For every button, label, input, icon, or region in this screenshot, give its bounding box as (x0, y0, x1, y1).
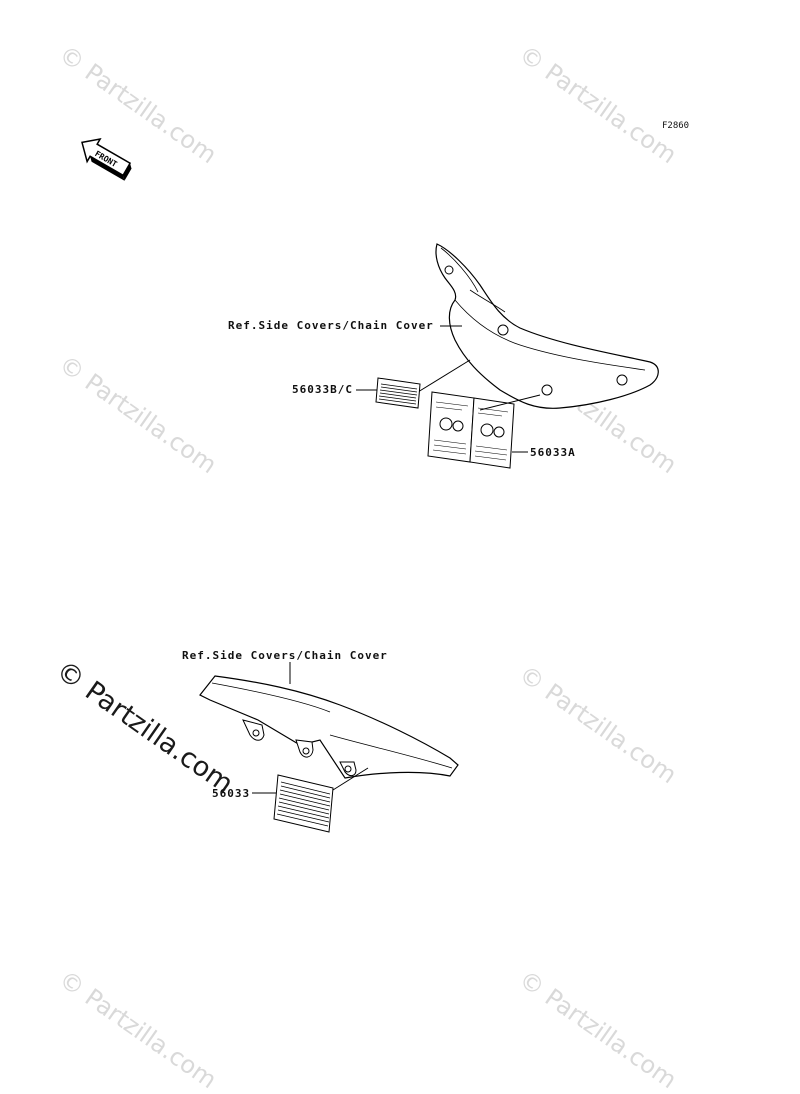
upper-ref-label: Ref.Side Covers/Chain Cover (228, 319, 434, 332)
part-56033a-label[interactable]: 56033A (530, 446, 576, 459)
part-56033-label[interactable]: 56033 (212, 787, 251, 800)
figure-code: F2860 (662, 121, 690, 131)
chain-cover-drawing (199, 662, 459, 833)
part-56033bc-label[interactable]: 56033B/C (292, 383, 353, 396)
front-arrow-icon: FRONT (81, 137, 132, 181)
lower-ref-label: Ref.Side Covers/Chain Cover (182, 649, 388, 662)
side-cover-drawing (356, 243, 659, 469)
